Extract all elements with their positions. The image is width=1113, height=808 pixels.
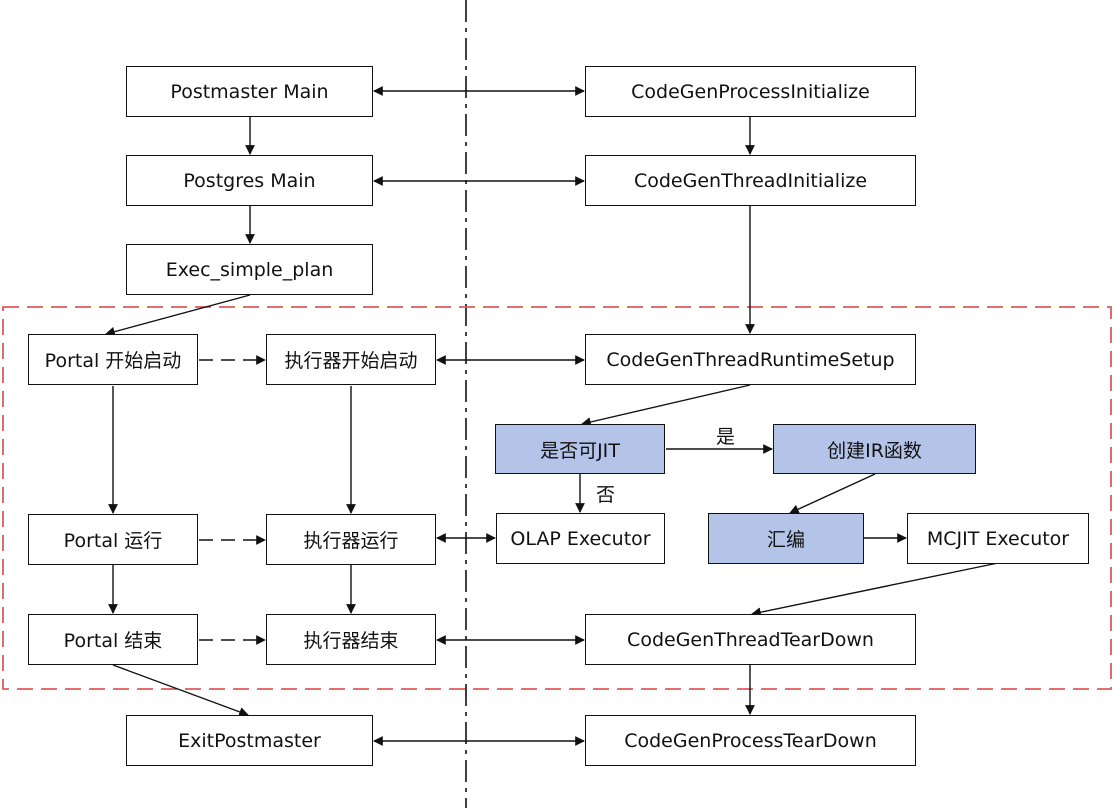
edge-mcjit-teardown bbox=[751, 562, 999, 618]
node-executor-run: 执行器运行 bbox=[266, 514, 436, 565]
node-cg-process-teardown: CodeGenProcessTearDown bbox=[585, 715, 916, 766]
node-executor-start: 执行器开始启动 bbox=[266, 334, 436, 385]
node-exit-postmaster: ExitPostmaster bbox=[126, 715, 373, 766]
label-yes: 是 bbox=[716, 426, 736, 448]
node-cg-thread-teardown: CodeGenThreadTearDown bbox=[585, 614, 916, 665]
node-olap-executor: OLAP Executor bbox=[496, 513, 665, 564]
node-portal-run: Portal 运行 bbox=[28, 514, 198, 565]
node-postgres-main: Postgres Main bbox=[126, 155, 373, 206]
node-postmaster-main: Postmaster Main bbox=[126, 66, 373, 117]
edge-portalend-exit bbox=[112, 664, 249, 717]
node-executor-end: 执行器结束 bbox=[266, 614, 436, 665]
node-cg-process-init: CodeGenProcessInitialize bbox=[585, 66, 916, 117]
node-exec-simple-plan: Exec_simple_plan bbox=[126, 244, 373, 295]
label-no: 否 bbox=[596, 484, 616, 506]
node-assemble: 汇编 bbox=[708, 513, 864, 564]
edge-exec-portalstart bbox=[105, 294, 251, 337]
edge-runtimesetup-canjit bbox=[581, 384, 751, 427]
node-cg-runtime-setup: CodeGenThreadRuntimeSetup bbox=[585, 334, 916, 385]
node-portal-end: Portal 结束 bbox=[28, 614, 198, 665]
node-cg-thread-init: CodeGenThreadInitialize bbox=[585, 155, 916, 206]
edge-createir-assemble bbox=[789, 473, 876, 514]
node-can-jit: 是否可JIT bbox=[495, 424, 665, 474]
node-portal-start: Portal 开始启动 bbox=[28, 334, 198, 385]
node-mcjit-executor: MCJIT Executor bbox=[907, 513, 1089, 564]
node-create-ir: 创建IR函数 bbox=[773, 424, 976, 474]
jit-region bbox=[2, 306, 1112, 690]
